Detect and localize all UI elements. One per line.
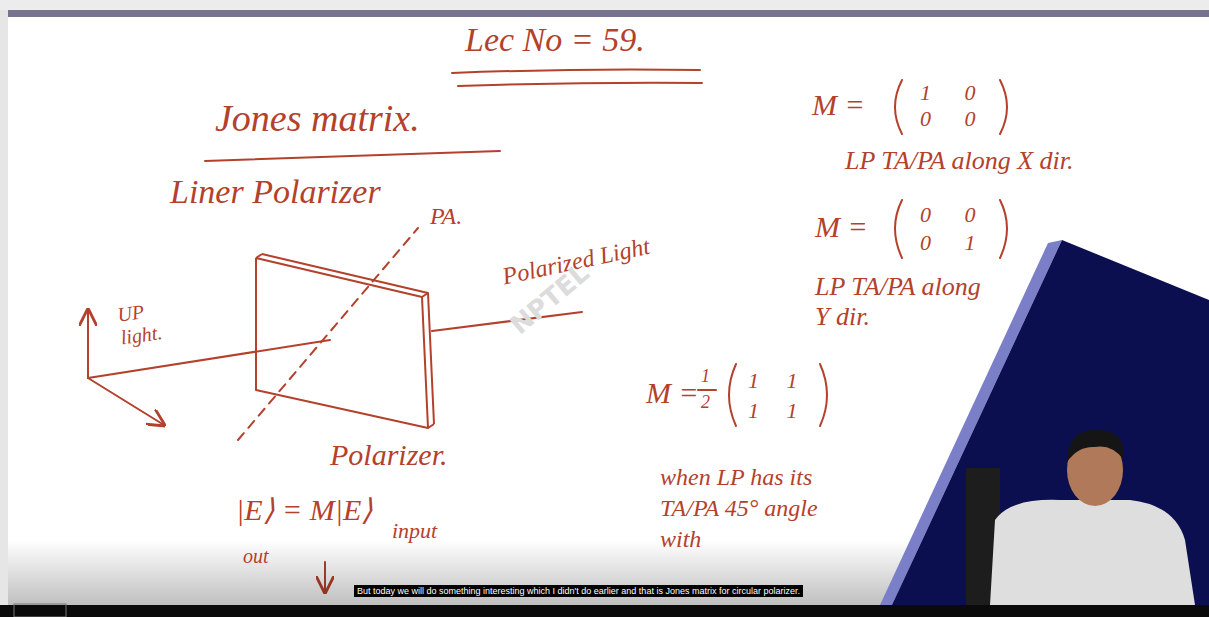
player-icon (14, 604, 66, 617)
equation: |E⟩ = M|E⟩ (236, 493, 373, 528)
note: LP TA/PA along X dir. (845, 146, 1074, 176)
matrix-bracket (895, 200, 902, 258)
subheading: Liner Polarizer (170, 172, 381, 211)
matrix-entry: 1 1 (748, 368, 798, 393)
matrix-symbol: M = (815, 210, 868, 245)
top-bar (8, 10, 1209, 17)
polarizer-label: Polarizer. (330, 438, 448, 473)
matrix-bracket (1000, 200, 1007, 258)
slab-edge (422, 293, 428, 297)
fraction-bar (698, 389, 716, 391)
presenter-body (990, 500, 1195, 605)
player-bar (0, 605, 1209, 617)
subtitle-caption: But today we will do something interesti… (354, 585, 803, 597)
title-underline (458, 83, 702, 86)
equation-subscript: out (243, 545, 269, 568)
whiteboard (8, 17, 1209, 605)
slab-edge (262, 254, 434, 424)
note: LP TA/PA along Y dir. (815, 272, 990, 332)
fraction-number: 2 (701, 392, 710, 413)
polarizer-slab: Polarizer. (250, 250, 500, 478)
equation-subscript: input (392, 518, 437, 543)
matrix-entry: 1 1 (748, 398, 798, 423)
matrix-entry: 0 0 (920, 106, 976, 131)
matrix-bracket (895, 80, 902, 134)
heading-underline (205, 151, 500, 161)
field-arrow (88, 378, 164, 425)
slab-edge (256, 258, 428, 428)
slab-edge (256, 254, 262, 258)
top-margin (0, 0, 1209, 10)
note: when LP has its TA/PA 45° angle with (660, 462, 855, 556)
matrix-symbol: M = (812, 88, 865, 123)
axis-label: PA. (430, 203, 462, 231)
title-underline (452, 69, 700, 73)
matrix-bracket (729, 364, 736, 426)
matrix-symbol: M = (646, 376, 699, 411)
matrix-entry: 0 1 (920, 230, 976, 255)
matrix-entry: 0 0 (920, 202, 976, 227)
light-label: UP light. (116, 294, 192, 349)
heading: Jones matrix. (215, 97, 420, 141)
presenter-hair (1067, 430, 1124, 462)
slab-edge (428, 424, 434, 428)
fraction-number: 1 (701, 366, 710, 387)
lecture-title: Lec No = 59. (465, 20, 645, 59)
matrix-bracket (820, 364, 827, 426)
matrix-bracket (1000, 80, 1007, 134)
matrix-entry: 1 0 (920, 80, 976, 105)
field-arrow (87, 310, 89, 378)
